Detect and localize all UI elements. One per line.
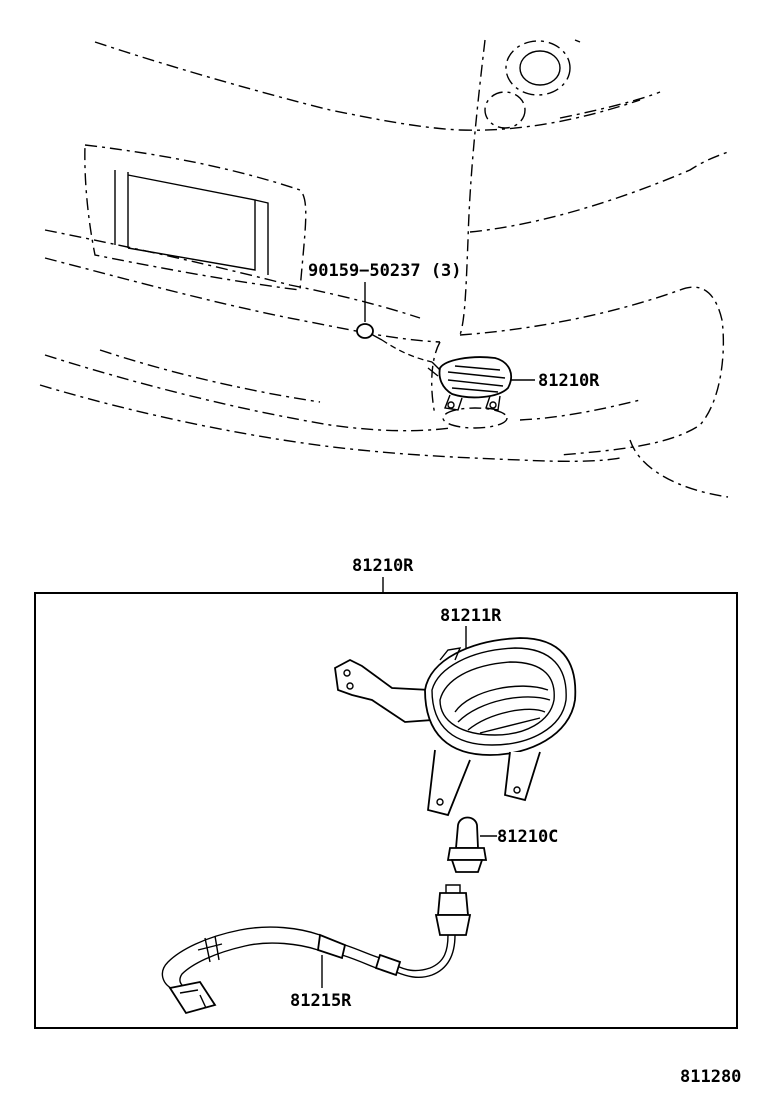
fog-lamp-small-icon bbox=[427, 356, 512, 429]
parts-box bbox=[34, 592, 738, 1029]
label-bolt: 90159−50237 (3) bbox=[308, 261, 462, 281]
label-fog-lamp-assy-box: 81210R bbox=[352, 556, 414, 576]
fog-lamp-housing-icon bbox=[334, 637, 577, 817]
wire-harness-icon bbox=[161, 884, 472, 1015]
bulb-icon bbox=[446, 816, 488, 873]
bumper-illustration bbox=[39, 39, 729, 498]
bolt-icon bbox=[356, 323, 433, 363]
label-wire-harness: 81215R bbox=[290, 991, 352, 1011]
figure-number: 811280 bbox=[680, 1067, 741, 1087]
label-fog-lamp-assy-top: 81210R bbox=[538, 371, 600, 391]
label-bulb: 81210C bbox=[497, 827, 558, 847]
label-lens-and-body: 81211R bbox=[440, 606, 502, 626]
